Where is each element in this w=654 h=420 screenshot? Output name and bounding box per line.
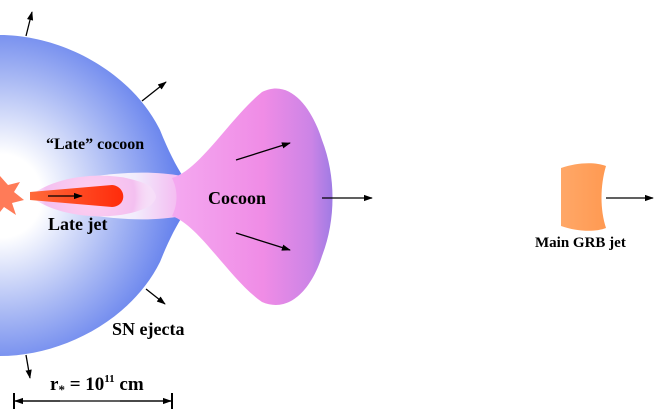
scale-label-r: r: [50, 374, 59, 395]
ejecta-arrow-bottom: [25, 354, 32, 379]
cocoon-label: Cocoon: [208, 188, 266, 208]
scale-label-sub: *: [58, 382, 65, 397]
central-engine-star-icon: [0, 176, 24, 215]
cocoon-lobe: [172, 88, 333, 305]
ejecta-arrow-top: [25, 11, 34, 37]
late-cocoon-label: “Late” cocoon: [46, 136, 144, 153]
scale-label: r* = 1011 cm: [50, 373, 144, 397]
sn-ejecta-label: SN ejecta: [112, 319, 184, 339]
cocoon-arrow-lower: [235, 232, 291, 251]
ejecta-arrow-lower-right: [145, 288, 166, 305]
main-grb-jet-shape: [561, 163, 606, 231]
ejecta-arrow-upper-right: [141, 81, 167, 102]
scale-label-exp: 11: [104, 373, 114, 385]
scale-label-eq: = 10: [65, 374, 104, 395]
late-jet-label: Late jet: [48, 214, 107, 234]
cocoon-arrow-upper: [235, 142, 291, 161]
scale-label-unit: cm: [115, 374, 144, 395]
main-grb-jet-label: Main GRB jet: [535, 235, 626, 251]
